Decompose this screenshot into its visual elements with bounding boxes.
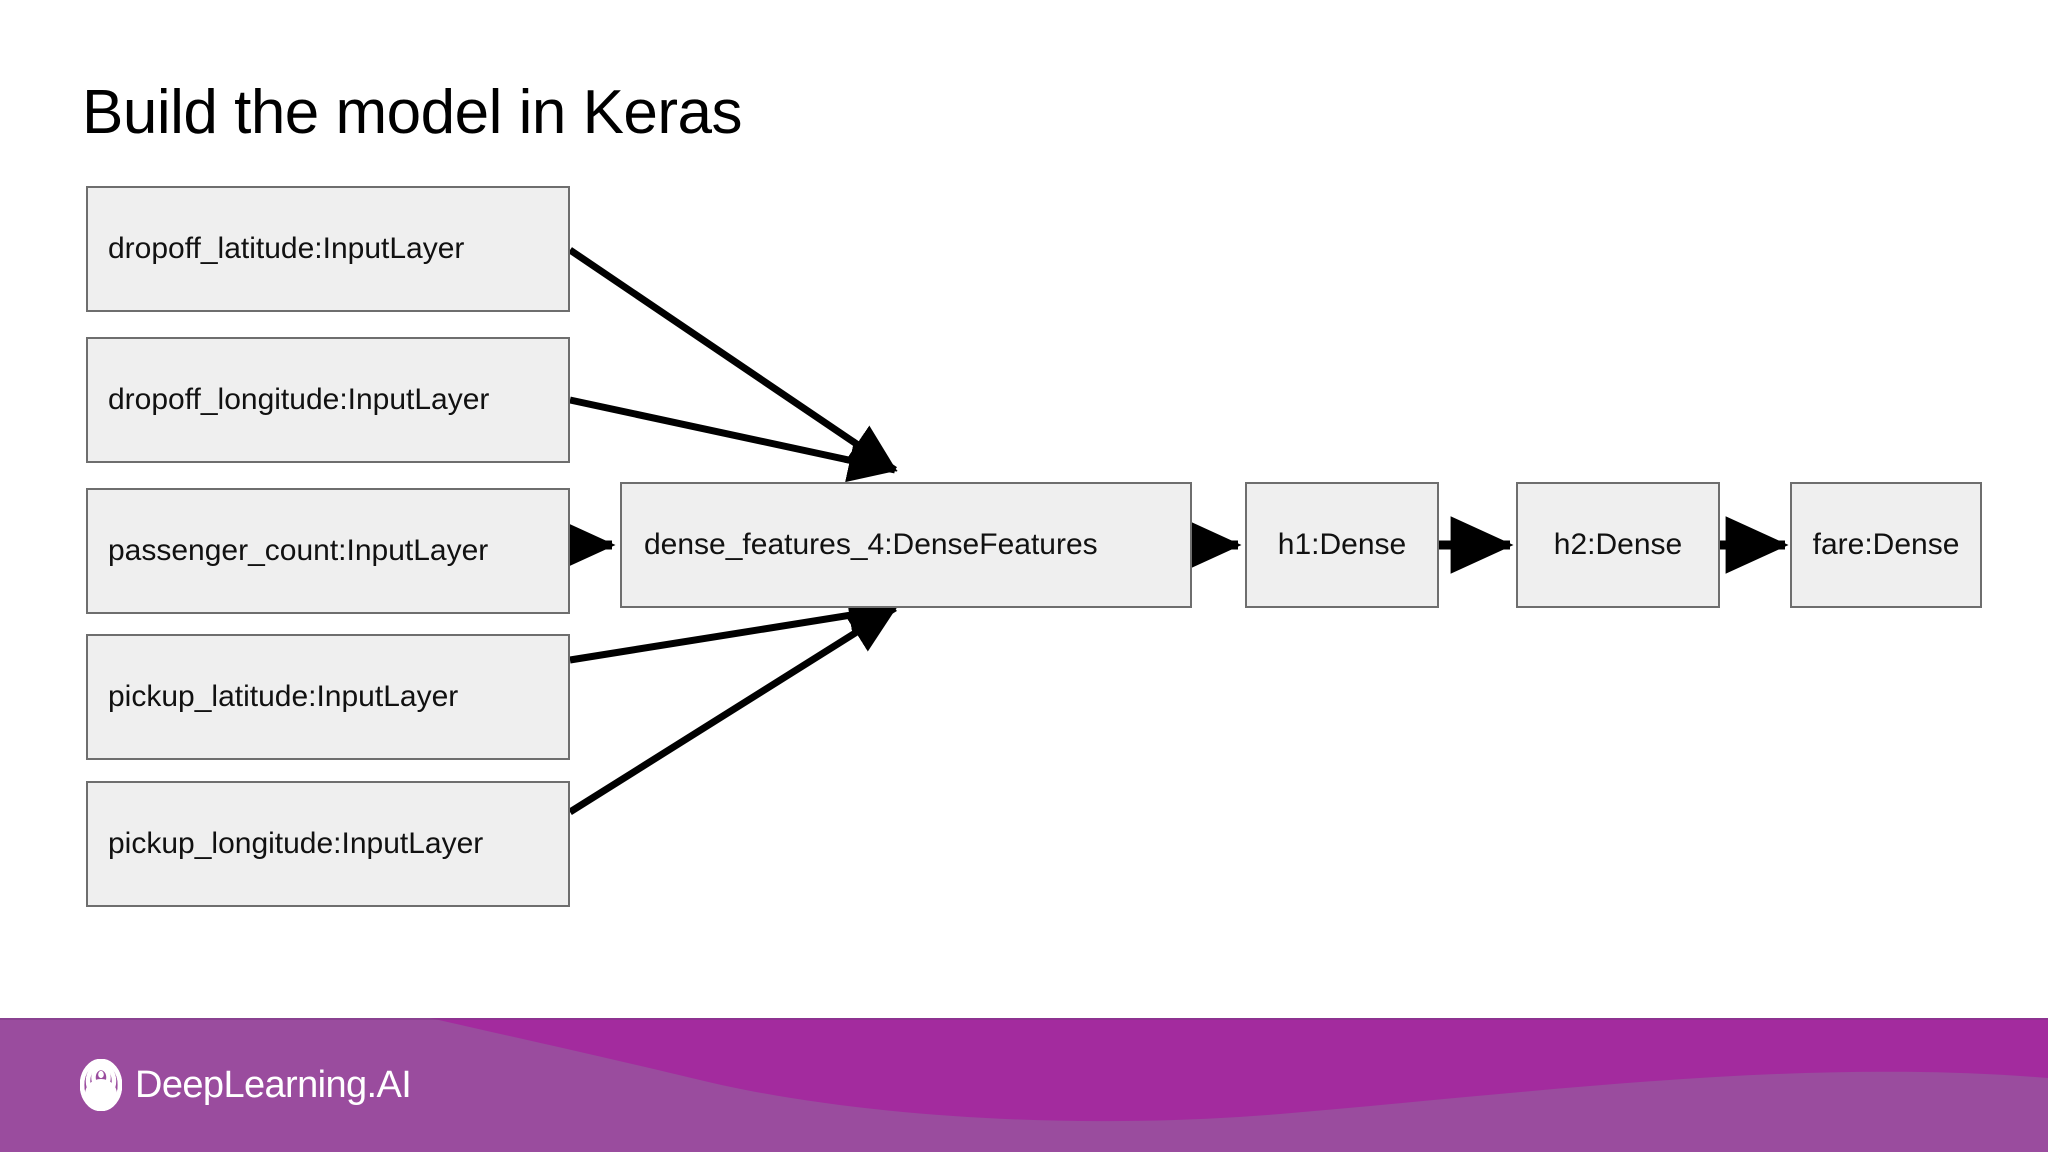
model-architecture-diagram: dropoff_latitude:InputLayer dropoff_long… xyxy=(86,186,1982,907)
page-title: Build the model in Keras xyxy=(82,77,743,147)
node-label: pickup_longitude:InputLayer xyxy=(108,827,484,860)
node-pickup-longitude[interactable]: pickup_longitude:InputLayer xyxy=(86,781,570,907)
node-label: passenger_count:InputLayer xyxy=(108,534,489,567)
footer-band: DeepLearning.AI xyxy=(0,1018,2048,1152)
node-h1-dense[interactable]: h1:Dense xyxy=(1245,482,1439,608)
deeplearning-spiral-icon xyxy=(80,1059,122,1111)
node-h2-dense[interactable]: h2:Dense xyxy=(1516,482,1720,608)
edge-dropoff-latitude xyxy=(568,247,898,473)
node-label: pickup_latitude:InputLayer xyxy=(108,680,459,713)
node-pickup-latitude[interactable]: pickup_latitude:InputLayer xyxy=(86,634,570,760)
node-fare-dense[interactable]: fare:Dense xyxy=(1790,482,1982,608)
edge-pickup-latitude xyxy=(569,593,898,664)
node-label: dropoff_latitude:InputLayer xyxy=(108,232,465,265)
node-dropoff-latitude[interactable]: dropoff_latitude:InputLayer xyxy=(86,186,570,312)
node-label: dropoff_longitude:InputLayer xyxy=(108,383,490,416)
edge-dropoff-longitude xyxy=(569,396,898,483)
footer-wave-decoration xyxy=(0,1018,2048,1152)
footer-divider xyxy=(0,1018,2048,1020)
node-label: h2:Dense xyxy=(1553,528,1683,561)
brand-logo[interactable]: DeepLearning.AI xyxy=(80,1059,412,1111)
node-label: h1:Dense xyxy=(1277,528,1407,561)
node-label: dense_features_4:DenseFeatures xyxy=(644,528,1098,561)
brand-name: DeepLearning.AI xyxy=(135,1064,412,1106)
node-dense-features[interactable]: dense_features_4:DenseFeatures xyxy=(620,482,1192,608)
edge-pickup-longitude xyxy=(568,605,898,815)
node-passenger-count[interactable]: passenger_count:InputLayer xyxy=(86,488,570,614)
node-dropoff-longitude[interactable]: dropoff_longitude:InputLayer xyxy=(86,337,570,463)
node-label: fare:Dense xyxy=(1812,528,1960,561)
